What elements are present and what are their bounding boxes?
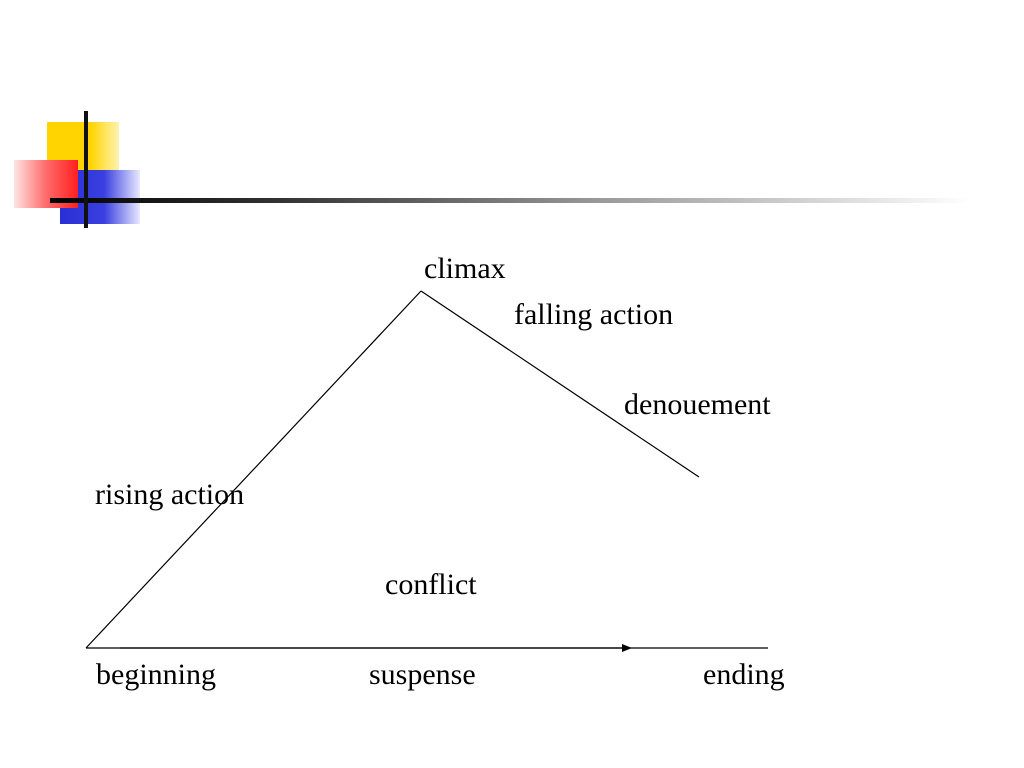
label-falling-action: falling action	[514, 298, 674, 331]
vertical-bar	[84, 111, 88, 228]
label-beginning: beginning	[96, 658, 216, 691]
plot-diagram	[85, 290, 768, 649]
label-suspense: suspense	[369, 658, 476, 691]
falling-action-line	[420, 290, 700, 478]
arrowhead-icon	[622, 644, 632, 652]
corner-decoration	[14, 111, 970, 228]
header-rule	[50, 198, 970, 203]
label-conflict: conflict	[385, 568, 477, 601]
label-ending: ending	[703, 658, 785, 691]
label-rising-action: rising action	[95, 478, 245, 511]
rising-action-line	[85, 290, 422, 649]
label-climax: climax	[424, 252, 506, 285]
label-denouement: denouement	[624, 388, 771, 421]
